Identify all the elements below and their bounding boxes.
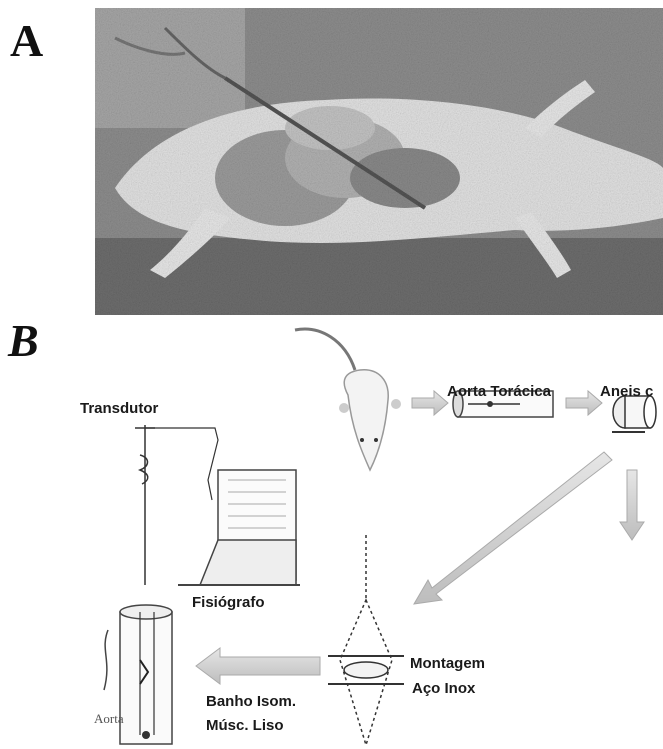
arrow-mount-to-bath [196, 648, 320, 684]
arrow-rings-down [620, 470, 644, 540]
label-aorta-bath: Aorta [94, 711, 124, 727]
label-transdutor: Transdutor [80, 400, 158, 417]
arrow-aorta-to-rings [566, 391, 602, 415]
physiograph [178, 470, 300, 585]
steel-mount [328, 535, 404, 745]
label-aorta-toracica: Aorta Torácica [447, 383, 551, 400]
label-fisiografo: Fisiógrafo [192, 594, 265, 611]
label-musc-liso: Músc. Liso [206, 717, 284, 734]
rat-figure [295, 329, 401, 470]
label-aneis: Aneis c [600, 383, 653, 400]
label-montagem: Montagem [410, 655, 485, 672]
transducer [135, 425, 218, 585]
aortic-rings [612, 396, 656, 432]
label-banho-isom: Banho Isom. [206, 693, 296, 710]
arrow-rings-to-mounting [414, 452, 612, 604]
label-aco-inox: Aço Inox [412, 680, 475, 697]
arrow-rat-to-aorta [412, 391, 448, 415]
